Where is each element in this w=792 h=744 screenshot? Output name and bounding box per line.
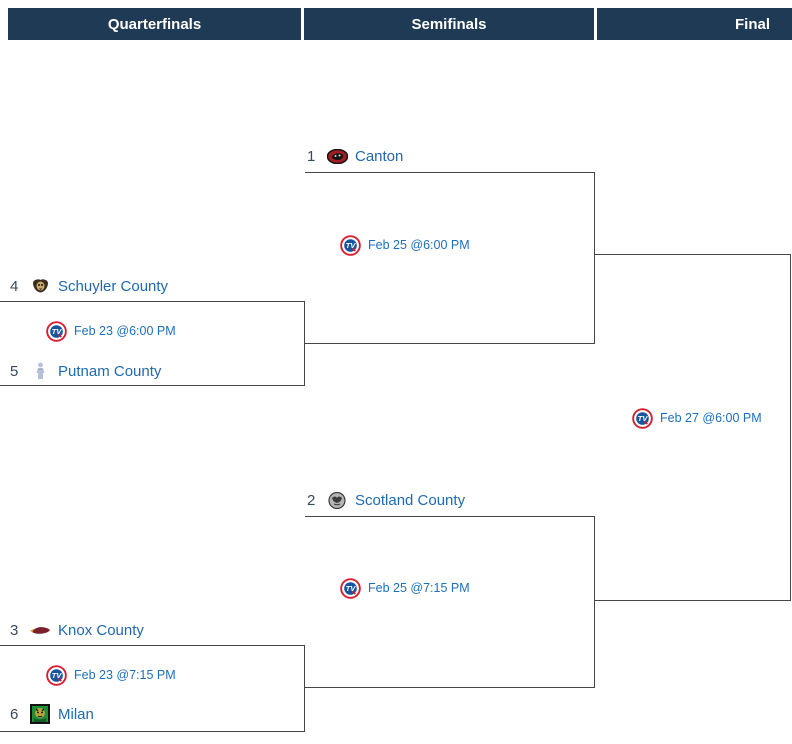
- team-link-canton[interactable]: Canton: [355, 147, 404, 165]
- team-row-scotland-county: 2 Scotland County: [307, 489, 465, 511]
- team-link-scotland-county[interactable]: Scotland County: [355, 491, 466, 509]
- svg-text:TV: TV: [346, 584, 357, 593]
- final-right-line: [790, 254, 791, 601]
- seed-milan: 6: [10, 705, 19, 723]
- qf2-top-line: [0, 645, 305, 646]
- team-row-schuyler-county: 4 Schuyler County: [10, 275, 168, 297]
- team-link-schuyler-county[interactable]: Schuyler County: [58, 277, 169, 295]
- header-semifinals: Semifinals: [304, 8, 594, 40]
- tv-icon[interactable]: TV: [632, 407, 653, 429]
- team-row-knox-county: 3 Knox County: [10, 619, 144, 641]
- canton-tigers-logo-icon: [326, 146, 348, 166]
- game-sf1-time: Feb 25 @6:00 PM: [368, 238, 470, 252]
- seed-knox-county: 3: [10, 621, 19, 639]
- svg-text:TV: TV: [52, 671, 63, 680]
- game-final-broadcast[interactable]: TV Feb 27 @6:00 PM: [632, 407, 762, 429]
- tv-icon[interactable]: TV: [340, 577, 361, 599]
- qf1-right-line: [304, 301, 305, 386]
- game-qf1-broadcast[interactable]: TV Feb 23 @6:00 PM: [46, 320, 176, 342]
- svg-text:TV: TV: [638, 414, 649, 423]
- svg-text:TV: TV: [52, 327, 63, 336]
- sf1-bottom-line: [304, 343, 595, 344]
- qf2-bottom-line: [0, 731, 305, 732]
- final-bottom-line: [594, 600, 791, 601]
- sf2-bottom-line: [304, 687, 595, 688]
- game-qf1-time: Feb 23 @6:00 PM: [74, 324, 176, 338]
- tv-icon[interactable]: TV: [46, 664, 67, 686]
- schuyler-county-logo-icon: [29, 276, 51, 296]
- final-top-line: [594, 254, 791, 255]
- seed-canton: 1: [307, 147, 316, 165]
- team-row-canton: 1 Canton: [307, 145, 403, 167]
- header-quarterfinals: Quarterfinals: [8, 8, 301, 40]
- tv-icon[interactable]: TV: [340, 234, 361, 256]
- tv-icon[interactable]: TV: [46, 320, 67, 342]
- seed-putnam-county: 5: [10, 362, 19, 380]
- header-quarterfinals-label: Quarterfinals: [107, 15, 202, 33]
- header-semifinals-label: Semifinals: [411, 15, 487, 33]
- game-sf1-broadcast[interactable]: TV Feb 25 @6:00 PM: [340, 234, 470, 256]
- qf1-bottom-line: [0, 385, 305, 386]
- team-link-milan[interactable]: Milan: [58, 705, 94, 723]
- team-row-milan: 6 Milan: [10, 703, 94, 725]
- svg-text:TV: TV: [346, 241, 357, 250]
- game-sf2-time: Feb 25 @7:15 PM: [368, 581, 470, 595]
- team-link-putnam-county[interactable]: Putnam County: [58, 362, 162, 380]
- seed-scotland-county: 2: [307, 491, 316, 509]
- knox-county-logo-icon: [29, 620, 51, 640]
- game-qf2-time: Feb 23 @7:15 PM: [74, 668, 176, 682]
- sf1-right-line: [594, 172, 595, 344]
- header-final: Final: [597, 8, 792, 40]
- sf1-top-line: [305, 172, 595, 173]
- sf2-top-line: [305, 516, 595, 517]
- scotland-county-logo-icon: [326, 490, 348, 510]
- header-final-label: Final: [734, 15, 770, 33]
- game-final-time: Feb 27 @6:00 PM: [660, 411, 762, 425]
- game-sf2-broadcast[interactable]: TV Feb 25 @7:15 PM: [340, 577, 470, 599]
- milan-logo-icon: [29, 704, 51, 724]
- team-link-knox-county[interactable]: Knox County: [58, 621, 144, 639]
- qf2-right-line: [304, 645, 305, 732]
- qf1-top-line: [0, 301, 305, 302]
- team-row-putnam-county: 5 Putnam County: [10, 360, 161, 382]
- game-qf2-broadcast[interactable]: TV Feb 23 @7:15 PM: [46, 664, 176, 686]
- putnam-county-logo-icon: [29, 361, 51, 381]
- sf2-right-line: [594, 516, 595, 688]
- seed-schuyler-county: 4: [10, 277, 19, 295]
